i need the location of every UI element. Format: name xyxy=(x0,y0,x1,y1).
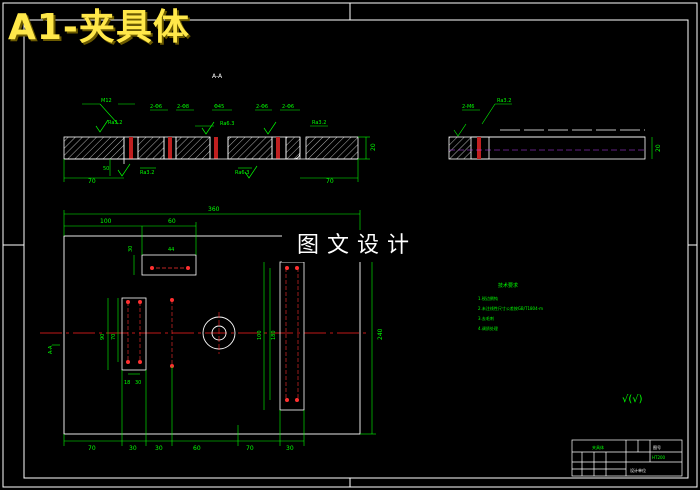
plan-bottom-dim-1: 70 xyxy=(88,445,96,452)
title-block-drawing-no: 图号 xyxy=(653,444,661,450)
left-block-dim-3: 18 xyxy=(124,380,130,386)
side-height: 20 xyxy=(655,144,662,152)
side-view: 2-M6 Ra3.2 20 xyxy=(448,98,662,160)
title-block-part-name: 夹具体 xyxy=(592,444,604,450)
left-block-dim-2: 70 xyxy=(111,334,117,340)
side-callout-2: Ra3.2 xyxy=(497,98,511,104)
roughness-3: Ra3.2 xyxy=(312,120,326,126)
top-left-small: 50 xyxy=(103,166,109,172)
left-block-dim-4: 30 xyxy=(135,380,141,386)
plan-bottom-dim-5: 70 xyxy=(246,445,254,452)
plan-overall-width: 360 xyxy=(208,206,220,213)
slot-dim-1: 30 xyxy=(128,246,134,252)
plan-top-dim-2: 60 xyxy=(168,218,176,225)
plan-side-height: 240 xyxy=(377,328,384,340)
title-block-material: HT200 xyxy=(652,455,666,460)
right-slot-dim-2: 180 xyxy=(271,330,277,340)
notes-heading: 技术要求 xyxy=(498,282,518,289)
roughness-2: Ra6.3 xyxy=(220,121,234,127)
notes-line-2: 2.未注线性尺寸公差按GB/T1804-m xyxy=(478,305,543,311)
plan-view: 360 100 60 240 A-A 70 30 30 60 70 30 30 … xyxy=(40,206,384,452)
side-callout-1: 2-M6 xyxy=(462,104,474,110)
roughness-1: Ra3.2 xyxy=(108,120,122,126)
roughness-5: Ra6.3 xyxy=(235,170,249,176)
top-right-length: 70 xyxy=(326,178,334,185)
title-block-company: 设计单位 xyxy=(630,467,646,473)
notes-line-1: 1.锐边倒钝 xyxy=(478,295,498,301)
title-block xyxy=(571,439,683,477)
notes-line-4: 4.调质处理 xyxy=(478,325,498,331)
inner-frame xyxy=(23,19,689,479)
callout-6: 2-Φ6 xyxy=(282,104,294,110)
watermark-label: 图文设计 xyxy=(282,230,432,262)
front-section-view: 70 50 70 20 M12 2-Φ6 2-Φ8 Φ45 2-Φ6 2-Φ6 … xyxy=(63,98,377,185)
left-block-dim-1: 90 xyxy=(100,334,106,340)
callout-3: 2-Φ8 xyxy=(177,104,189,110)
plan-left-label: A-A xyxy=(48,345,54,354)
slot-dim-2: 44 xyxy=(168,247,174,253)
roughness-symbol: √(√) xyxy=(622,394,643,405)
callout-1: M12 xyxy=(101,98,112,104)
top-left-length: 70 xyxy=(88,178,96,185)
plan-top-dim-1: 100 xyxy=(100,218,112,225)
callout-2: 2-Φ6 xyxy=(150,104,162,110)
plan-bottom-dim-3: 30 xyxy=(155,445,163,452)
plan-bottom-dim-2: 30 xyxy=(129,445,137,452)
notes-line-3: 3.去毛刺 xyxy=(478,315,494,321)
callout-4: Φ45 xyxy=(214,104,224,110)
callout-5: 2-Φ6 xyxy=(256,104,268,110)
roughness-4: Ra3.2 xyxy=(140,170,154,176)
technical-notes: 技术要求 1.锐边倒钝 2.未注线性尺寸公差按GB/T1804-m 3.去毛刺 … xyxy=(478,282,543,331)
plan-bottom-dim-4: 60 xyxy=(193,445,201,452)
section-label: A-A xyxy=(212,73,223,80)
plan-bottom-dim-6: 30 xyxy=(286,445,294,452)
top-height: 20 xyxy=(370,143,377,151)
drawing-title: A1-夹具体 xyxy=(8,7,190,48)
right-slot-dim-1: 100 xyxy=(257,330,263,340)
